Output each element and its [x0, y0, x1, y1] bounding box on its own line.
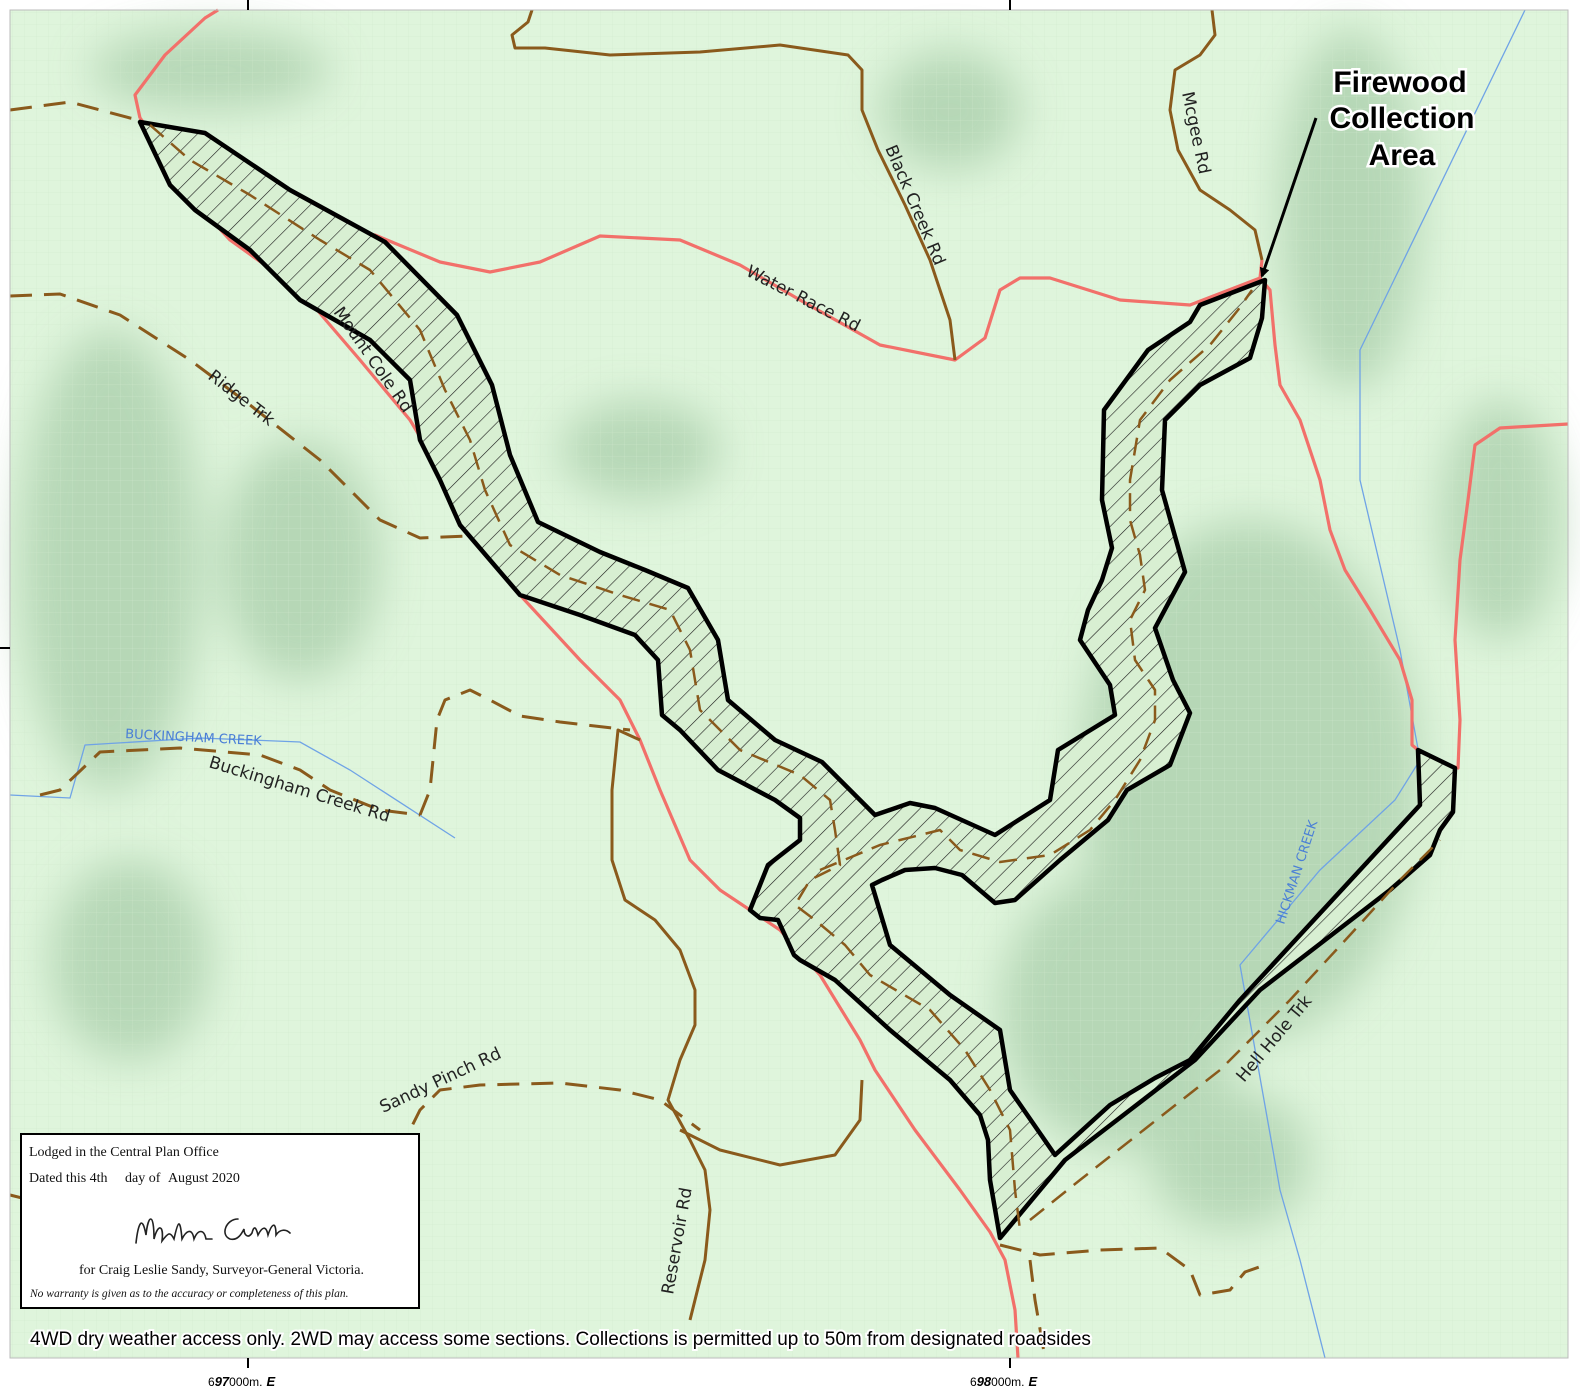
collection-area-polygon[interactable] — [137, 119, 1458, 1241]
ridge-track-line — [9, 292, 471, 540]
surveyor-signature — [135, 1218, 291, 1244]
collection-area-tracks — [149, 124, 1441, 1231]
dated-prefix: Dated this — [29, 1171, 87, 1186]
black-creek-road-line — [510, 9, 957, 361]
dated-day-of: day of — [125, 1171, 161, 1186]
collection-east-track-line — [819, 289, 1254, 872]
map-frame-border — [0, 0, 1569, 1368]
reservoir-road-branch-line — [679, 1079, 864, 1167]
callout-line-3: Area — [1369, 139, 1436, 172]
buckingham-creek-road-line — [39, 746, 421, 817]
hickman-road-line — [1258, 276, 1569, 770]
mount-cole-road-line — [138, 117, 1020, 1359]
plan-certification-box: Lodged in the Central Plan Office Dated … — [20, 1133, 420, 1309]
buckingham-creek-line — [9, 737, 456, 839]
plan-disclaimer: No warranty is given as to the accuracy … — [30, 1288, 349, 1300]
lodged-text: Lodged in the Central Plan Office — [29, 1145, 219, 1160]
callout-arrow — [1259, 117, 1318, 278]
mcgee-road-line — [1168, 9, 1264, 261]
buckingham-north-track-line — [418, 688, 631, 816]
reservoir-road-line — [610, 728, 712, 1321]
firewood-collection-area[interactable] — [137, 119, 1458, 1241]
road-nw-loop-line — [133, 8, 219, 119]
surveyor-line: for Craig Leslie Sandy, Surveyor-General… — [79, 1263, 365, 1278]
dated-month-year: August 2020 — [167, 1171, 240, 1186]
callout-label: Firewood Collection Area — [1327, 64, 1477, 175]
callout-line-2: Collection — [1329, 102, 1474, 135]
buckingham-creek-label: BUCKINGHAM CREEK — [125, 727, 263, 749]
collection-se-track-line — [1029, 839, 1441, 1221]
hickman-creek-line — [1239, 9, 1526, 1359]
easting-697-label: 697000m.E — [208, 1374, 276, 1389]
easting-698-label: 698000m.E — [970, 1374, 1038, 1389]
dated-day: 4th — [89, 1171, 108, 1186]
dated-line: Dated this 4th day of August 2020 — [29, 1171, 240, 1187]
southern-spur-line — [1028, 1259, 1047, 1359]
tracks — [510, 9, 1264, 1321]
collection-center-track-line — [149, 124, 1022, 1231]
creeks — [9, 9, 1526, 1359]
access-notice: 4WD dry weather access only. 2WD may acc… — [30, 1329, 1091, 1350]
callout-line-1: Firewood — [1333, 66, 1466, 99]
